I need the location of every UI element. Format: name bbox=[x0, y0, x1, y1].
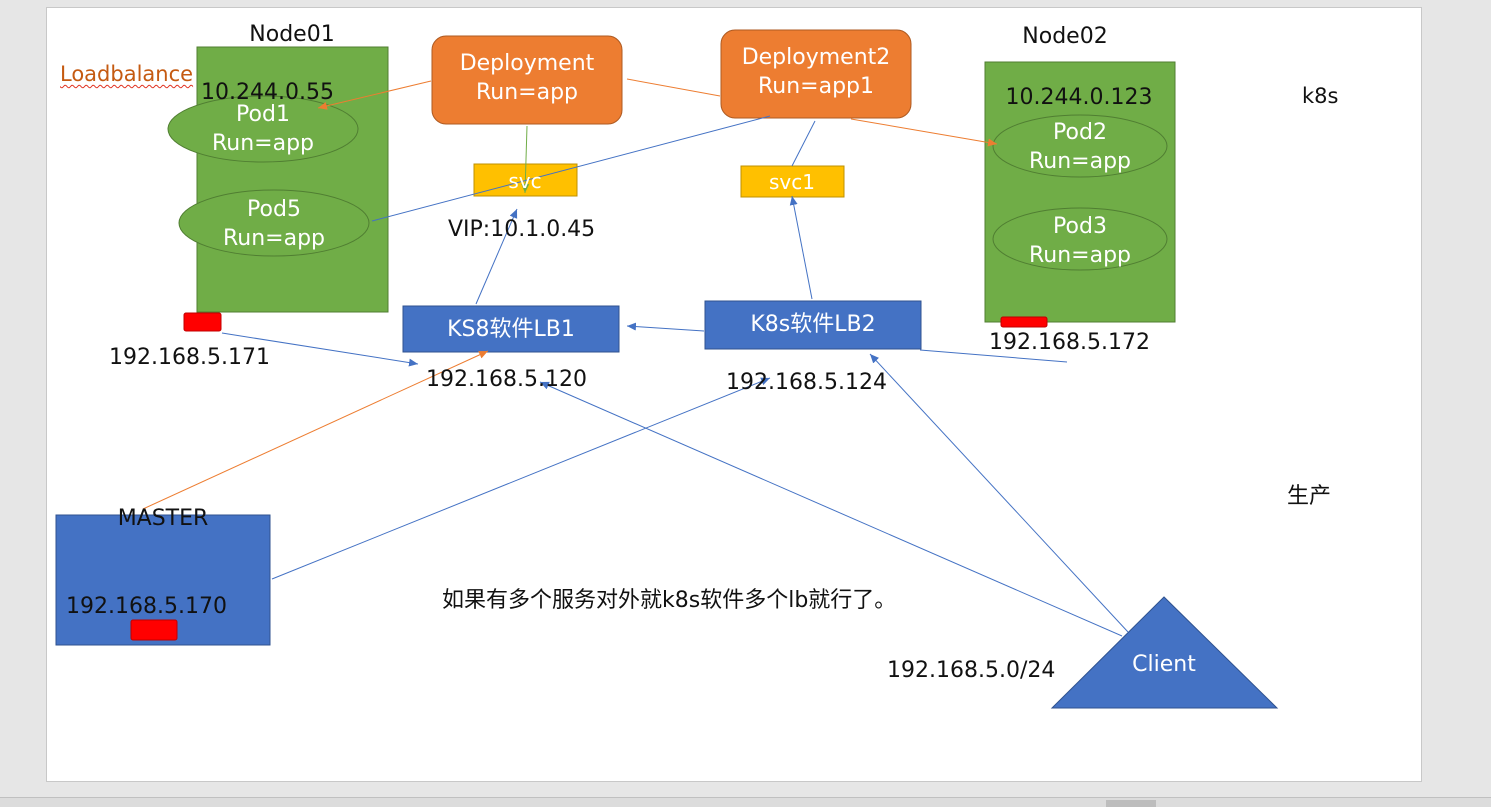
pod5-ellipse bbox=[178, 189, 370, 257]
connector-node02-nic-to-lb2 bbox=[919, 349, 1068, 363]
master-nic-marker bbox=[130, 619, 178, 641]
node02-host-ip: 192.168.5.172 bbox=[989, 330, 1150, 355]
node01-internal-ip: 10.244.0.55 bbox=[201, 80, 334, 105]
connector-deployment-to-deployment2 bbox=[626, 78, 721, 97]
connector-client-to-lb1 bbox=[539, 381, 1123, 637]
node01-box bbox=[196, 46, 389, 313]
connector-master-to-lb2 bbox=[271, 377, 771, 580]
pod3-ellipse bbox=[992, 207, 1168, 271]
svc1-label: svc1 bbox=[769, 170, 815, 194]
connector-lb2-to-lb1 bbox=[626, 322, 705, 332]
lb2-box bbox=[704, 300, 922, 350]
pod2-selector: Run=app bbox=[1028, 148, 1132, 174]
pod3-label: Pod3 Run=app bbox=[1029, 213, 1131, 270]
pod1-ellipse bbox=[167, 95, 359, 163]
pod5-label: Pod5 Run=app bbox=[223, 196, 325, 253]
deployment2-name: Deployment2 bbox=[741, 45, 891, 70]
lb2-ip: 192.168.5.124 bbox=[726, 370, 887, 395]
svc-label: svc bbox=[508, 169, 542, 193]
pod1-selector: Run=app bbox=[211, 130, 315, 156]
master-ip: 192.168.5.170 bbox=[66, 594, 227, 619]
node02-internal-ip: 10.244.0.123 bbox=[1005, 85, 1153, 110]
client-label: Client bbox=[1132, 652, 1196, 677]
pod1-name: Pod1 bbox=[236, 102, 290, 127]
connector-deployment2-to-svc1 bbox=[791, 120, 816, 167]
deployment1-label: Deployment Run=app bbox=[460, 50, 595, 107]
lb2-label: K8s软件LB2 bbox=[750, 312, 876, 337]
deployment1-name: Deployment bbox=[459, 51, 595, 76]
connector-node01-nic-to-lb1 bbox=[221, 332, 419, 367]
pod5-selector: Run=app bbox=[222, 225, 326, 251]
pod5-name: Pod5 bbox=[247, 197, 301, 222]
deployment1-box bbox=[431, 35, 623, 125]
scrollbar-thumb[interactable] bbox=[1106, 800, 1156, 807]
deployment2-label: Deployment2 Run=app1 bbox=[742, 44, 891, 101]
node02-nic-marker bbox=[1000, 316, 1048, 328]
k8s-label: k8s bbox=[1302, 84, 1339, 108]
connector-deployment-to-pod1 bbox=[317, 80, 432, 110]
production-label: 生产 bbox=[1287, 484, 1332, 509]
loadbalance-label: Loadbalance bbox=[60, 62, 194, 86]
client-subnet: 192.168.5.0/24 bbox=[887, 658, 1056, 683]
node01-title: Node01 bbox=[249, 22, 335, 47]
deployment2-box bbox=[720, 29, 912, 119]
connector-deployment-to-svc bbox=[521, 125, 530, 194]
connector-lb1-to-svc bbox=[475, 208, 518, 305]
node02-title: Node02 bbox=[1022, 24, 1108, 49]
connector-lb2-to-svc1 bbox=[789, 195, 813, 300]
note-text: 如果有多个服务对外就k8s软件多个lb就行了。 bbox=[442, 588, 897, 613]
master-title: MASTER bbox=[117, 506, 209, 531]
connector-deployment2-to-pod2 bbox=[850, 118, 998, 147]
pod3-selector: Run=app bbox=[1028, 242, 1132, 268]
deployment2-selector: Run=app1 bbox=[757, 73, 875, 99]
lb1-label: KS8软件LB1 bbox=[447, 317, 575, 342]
pod2-label: Pod2 Run=app bbox=[1029, 119, 1131, 176]
lb1-ip: 192.168.5.120 bbox=[426, 367, 587, 392]
node01-nic-marker bbox=[183, 312, 222, 332]
connector-client-to-lb2 bbox=[869, 353, 1129, 633]
connector-master-to-lb1 bbox=[142, 350, 489, 510]
deployment1-selector: Run=app bbox=[475, 79, 579, 105]
pod2-name: Pod2 bbox=[1053, 120, 1107, 145]
lb1-box bbox=[402, 305, 620, 353]
client-triangle bbox=[1050, 596, 1279, 709]
svc1-box bbox=[740, 165, 845, 198]
node02-box bbox=[984, 61, 1176, 323]
pod1-label: Pod1 Run=app bbox=[212, 101, 314, 158]
connector-pod5-to-deployment2 bbox=[371, 115, 771, 222]
node01-host-ip: 192.168.5.171 bbox=[109, 345, 270, 370]
pod3-name: Pod3 bbox=[1053, 214, 1107, 239]
bottom-scrollbar[interactable] bbox=[0, 797, 1491, 807]
svc-vip: VIP:10.1.0.45 bbox=[448, 217, 596, 242]
